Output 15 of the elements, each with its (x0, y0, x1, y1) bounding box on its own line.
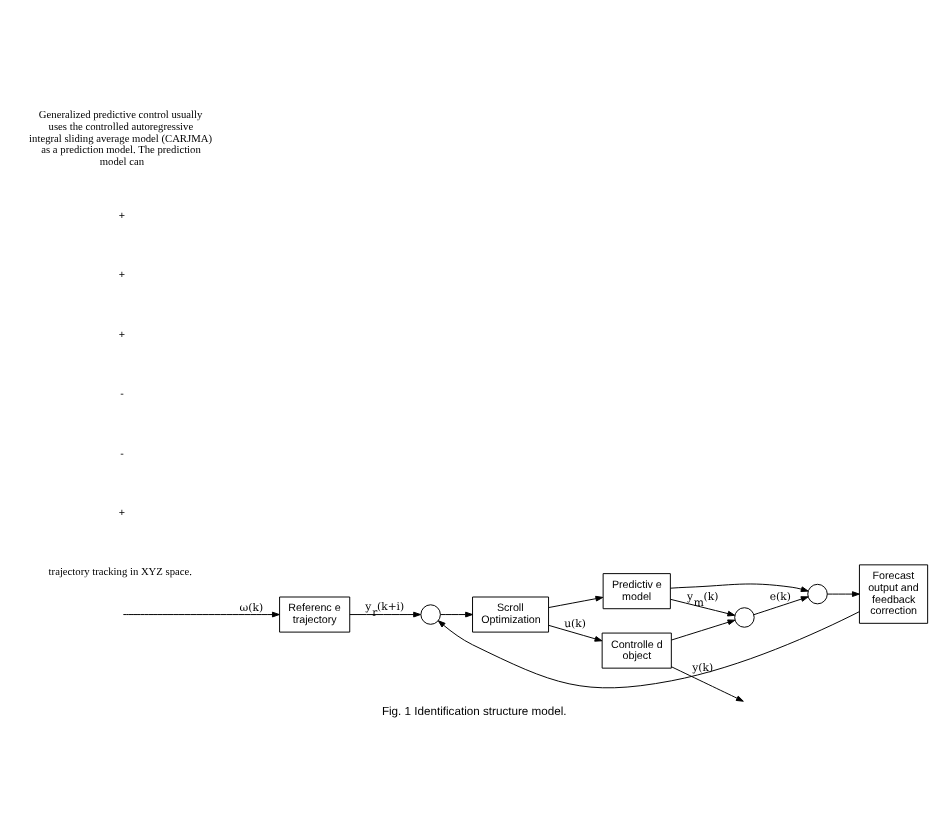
node-circle (734, 607, 755, 628)
arrow (548, 595, 604, 609)
node-circle (420, 604, 441, 625)
node-circle (807, 583, 828, 605)
arrow (122, 611, 280, 618)
arrow (826, 591, 860, 597)
arrow (671, 619, 736, 641)
arrow (437, 611, 860, 689)
arrow (671, 666, 744, 702)
arrow (440, 611, 473, 618)
arrow (670, 583, 809, 592)
arrow (670, 598, 736, 617)
arrow (753, 596, 809, 616)
arrow (349, 611, 421, 618)
arrow (548, 624, 603, 642)
